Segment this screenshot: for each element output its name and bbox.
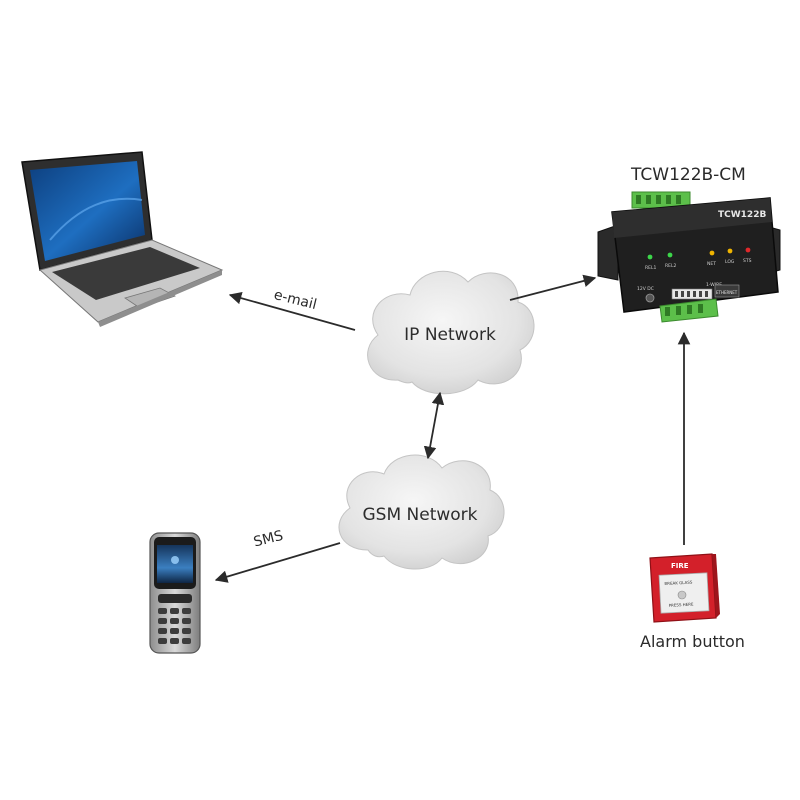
led-label-net: NET (707, 261, 716, 267)
device-model-text: TCW122B (718, 210, 766, 220)
gsm-network-label: GSM Network (362, 505, 478, 525)
tcw122b-device-icon: TCW122B REL1 REL2 NET LOG STS 12V DC 1-W… (597, 191, 781, 323)
ip-gsm-arrow (423, 391, 445, 460)
ip-to-device-arrow (509, 274, 597, 301)
email-arrow (228, 291, 356, 331)
sms-arrow (214, 542, 341, 583)
mobile-phone-icon (149, 532, 201, 654)
device-label: TCW122B-CM (631, 165, 746, 185)
led-rel2 (667, 252, 673, 258)
ethernet-label: ETHERNET (716, 290, 738, 295)
alarm-button-icon: FIRE BREAK GLASS PRESS HERE (649, 553, 720, 623)
power-jack (645, 293, 655, 303)
led-log (727, 248, 733, 254)
alarm-sign-line1: BREAK GLASS (664, 580, 693, 586)
led-sts (745, 247, 751, 253)
one-wire-connector (671, 288, 713, 300)
power-label: 12V DC (637, 286, 654, 292)
led-label-rel1: REL1 (645, 265, 656, 271)
ethernet-port (714, 284, 740, 298)
gsm-network-cloud (338, 454, 505, 570)
alarm-sign-line2: PRESS HERE (668, 601, 694, 607)
led-label-sts: STS (743, 258, 752, 264)
alarm-label: Alarm button (640, 632, 745, 651)
led-label-log: LOG (725, 259, 735, 265)
led-rel1 (647, 254, 653, 260)
alarm-sign-title: FIRE (671, 562, 689, 570)
led-net (709, 250, 715, 256)
laptop-icon (21, 151, 224, 327)
led-label-rel2: REL2 (665, 263, 676, 269)
ip-network-label: IP Network (404, 325, 496, 345)
wire-label: 1-WIRE (706, 282, 722, 288)
